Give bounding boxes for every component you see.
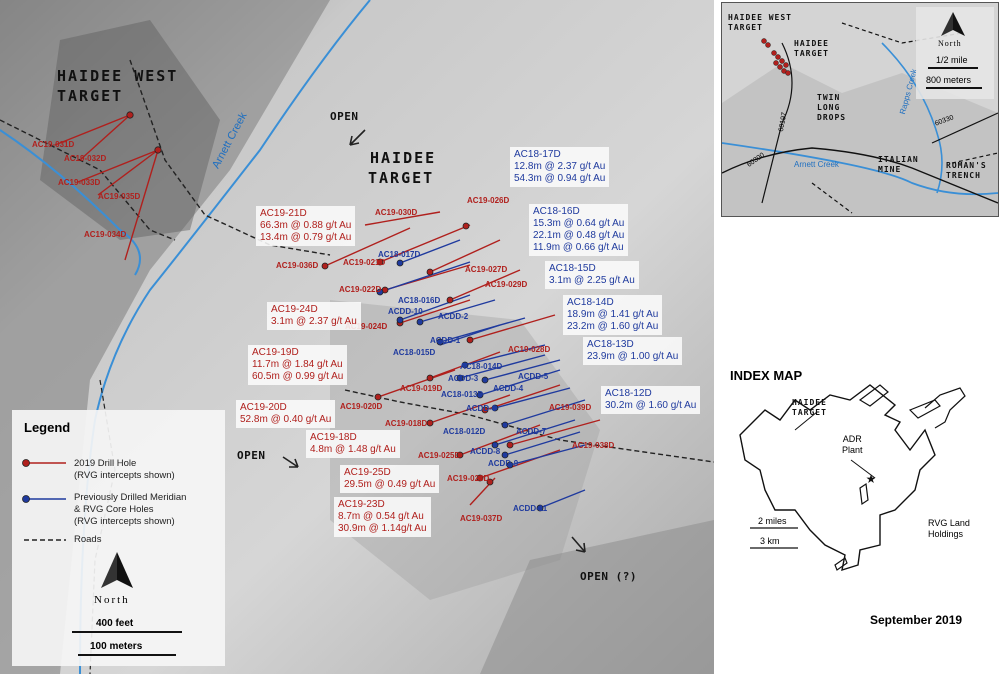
- drill-label: ACDD-11: [513, 504, 548, 513]
- legend-roads: Roads: [74, 534, 102, 545]
- inset-scale-meter-label: 800 meters: [926, 75, 972, 85]
- drill-label: ACDD-7: [516, 427, 547, 436]
- drill-label: AC18-016D: [398, 296, 441, 305]
- index-map-outline: ★: [739, 384, 966, 572]
- drill-label: ACDD-8: [470, 447, 501, 456]
- drill-label: ACDD-1: [430, 336, 461, 345]
- legend: Legend 2019 Drill Hole(RVG intercepts sh…: [12, 410, 225, 666]
- inset-scale-mile-label: 1/2 mile: [936, 55, 968, 65]
- inset-arnett-creek-label: Arnett Creek: [794, 160, 839, 169]
- north-label: North: [94, 594, 130, 606]
- drill-label: AC18-014D: [460, 362, 503, 371]
- drill-label: AC19-036D: [276, 261, 319, 270]
- drill-label: AC19-020D: [340, 402, 383, 411]
- drill-label: AC19-035D: [98, 192, 141, 201]
- drill-label: AC19-023D: [447, 474, 490, 483]
- drill-label: AC18-013D: [441, 390, 484, 399]
- drill-label: AC19-026D: [467, 196, 510, 205]
- drill-label: AC19-033D: [58, 178, 101, 187]
- index-scale-miles-label: 2 miles: [758, 516, 787, 526]
- inset-north-label: North: [938, 39, 962, 48]
- drill-label: AC19-038D: [572, 441, 615, 450]
- drill-label: AC19-032D: [64, 154, 107, 163]
- drill-label: AC19-029D: [485, 280, 528, 289]
- legend-previous-holes: Previously Drilled Meridian& RVG Core Ho…: [74, 492, 187, 527]
- haidee-target-label: HAIDEE TARGET: [368, 149, 437, 187]
- drill-label: AC19-018D: [385, 419, 428, 428]
- scale-bar-feet: [72, 631, 182, 633]
- drill-label: AC19-021D: [343, 258, 386, 267]
- drill-label: AC18-015D: [393, 348, 436, 357]
- drill-label: ACDD-2: [438, 312, 469, 321]
- main-map: HAIDEE WEST TARGET HAIDEE TARGET Arnett …: [0, 0, 715, 675]
- legend-2019-hole: 2019 Drill Hole(RVG intercepts shown): [74, 458, 175, 481]
- north-arrow-icon: [101, 552, 133, 588]
- drill-label: AC19-027D: [465, 265, 508, 274]
- svg-text:★: ★: [866, 472, 877, 486]
- drill-label: AC19-025D: [418, 451, 461, 460]
- drill-label: ACDD-9: [488, 459, 519, 468]
- open-label-west: OPEN: [237, 449, 266, 462]
- drill-label: AC19-019D: [400, 384, 443, 393]
- drill-label: ACDD-6: [466, 404, 497, 413]
- index-scale-km-label: 3 km: [760, 536, 780, 546]
- drill-traces: [54, 111, 601, 512]
- drill-label: AC19-039D: [549, 403, 592, 412]
- drill-label: AC19-024D: [345, 322, 388, 331]
- drill-label: ACDD-3: [448, 374, 479, 383]
- haidee-west-target-label: HAIDEE WEST TARGET: [57, 67, 179, 105]
- drill-label: ACDD-5: [518, 372, 549, 381]
- drill-label: AC19-022D: [339, 285, 382, 294]
- inset-scale-bar-meter: [926, 87, 982, 89]
- drill-label: ACDD-10: [388, 307, 423, 316]
- drill-label: AC18-012D: [443, 427, 486, 436]
- scale-meter-label: 100 meters: [90, 641, 143, 652]
- drill-label: AC19-034D: [84, 230, 127, 239]
- scale-feet-label: 400 feet: [96, 618, 134, 629]
- drill-label: AC19-028D: [508, 345, 551, 354]
- drill-label: AC18-017D: [378, 250, 421, 259]
- inset-scale-bar-mile: [928, 67, 978, 69]
- drill-label: AC19-030D: [375, 208, 418, 217]
- index-map-title: INDEX MAP: [730, 368, 803, 383]
- drill-label: AC19-037D: [460, 514, 503, 523]
- drill-label: ACDD-4: [493, 384, 524, 393]
- open-label-south: OPEN (?): [580, 570, 637, 583]
- drill-label: AC19-031D: [32, 140, 75, 149]
- inset-scale-box: North 1/2 mile 800 meters: [916, 7, 994, 99]
- open-label-north: OPEN: [330, 110, 359, 123]
- legend-symbols: [22, 459, 66, 541]
- legend-title: Legend: [24, 420, 71, 435]
- date-label: September 2019: [870, 613, 963, 627]
- scale-bar-meter: [78, 654, 176, 656]
- inset-north-arrow-icon: [941, 12, 965, 36]
